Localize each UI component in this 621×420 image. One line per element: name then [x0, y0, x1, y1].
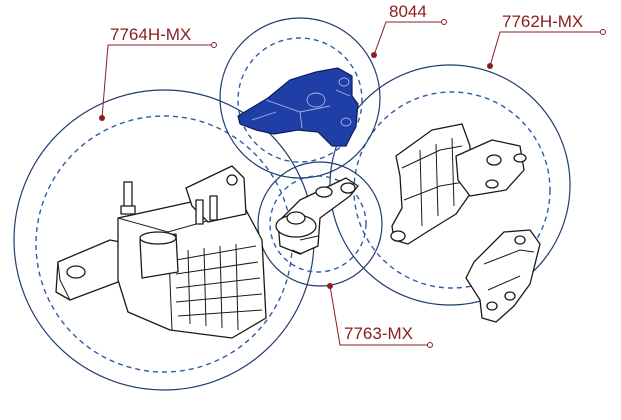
callout-7763-mx: 7763-MX — [327, 283, 433, 348]
callout-label-7763-mx: 7763-MX — [344, 324, 413, 343]
callout-7762h-mx: 7762H-MX — [487, 12, 606, 69]
ring-8044 — [219, 17, 381, 179]
part-8044-illustration — [237, 67, 359, 147]
ring-7763-mx — [257, 161, 383, 287]
part-7764h-mx-illustration — [55, 165, 267, 339]
callout-label-8044: 8044 — [389, 2, 427, 21]
part-7763-mx-illustration — [275, 177, 359, 255]
part-7762h-mx-illustration — [390, 123, 541, 323]
callout-8044: 8044 — [371, 2, 447, 58]
callout-label-7764h-mx: 7764H-MX — [110, 25, 191, 44]
callout-label-7762h-mx: 7762H-MX — [502, 12, 583, 31]
callout-7764h-mx: 7764H-MX — [99, 25, 217, 121]
